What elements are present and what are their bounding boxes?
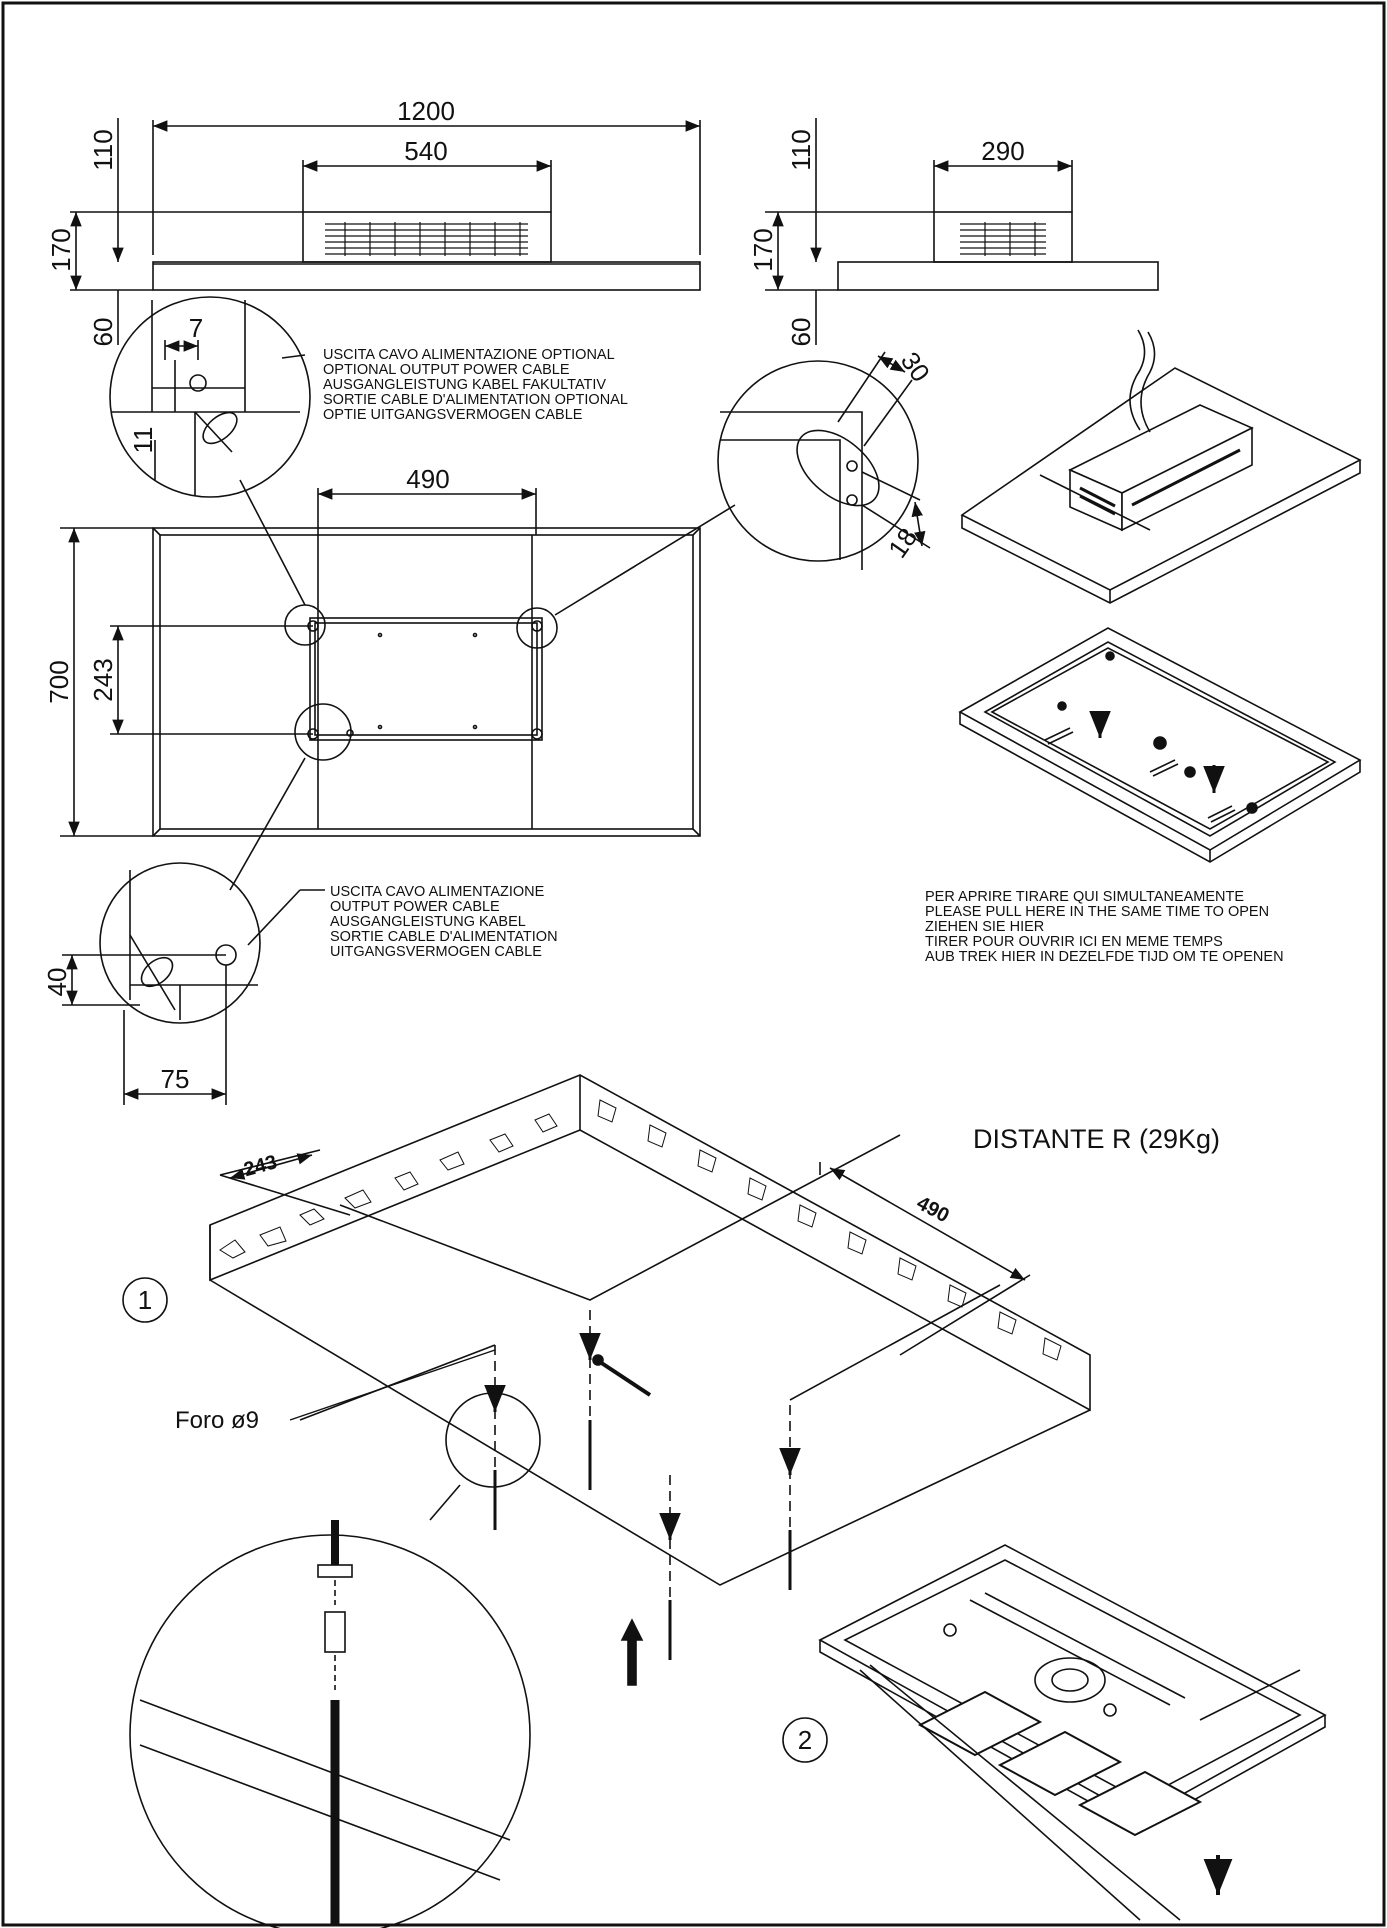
dim-ceiling-490: 490 [913,1192,953,1227]
note-line: SORTIE CABLE D'ALIMENTATION [330,929,558,945]
step-number: 1 [138,1285,152,1315]
note-line: USCITA CAVO ALIMENTAZIONE OPTIONAL [323,347,615,363]
detail-circle-bracket [717,351,931,570]
dim-width-motor-side: 290 [981,136,1024,166]
step-number: 2 [798,1725,812,1755]
plan-view [60,479,736,891]
dim-detail-75: 75 [161,1064,190,1094]
note-line: AUB TREK HIER IN DEZELFDE TIJD OM TE OPE… [925,949,1284,965]
iso-hood-top [960,329,1362,604]
dim-height-motor: 110 [88,129,118,170]
dim-width-motor-front: 540 [404,136,447,166]
dim-detail-11: 11 [128,427,158,454]
note-line: USCITA CAVO ALIMENTAZIONE [330,884,545,900]
dim-depth-total: 700 [44,660,74,703]
stone-texture [219,1099,1062,1361]
note-cable-bottom: USCITA CAVO ALIMENTAZIONE OUTPUT POWER C… [330,884,558,960]
detail-circle-cable-top [109,296,311,498]
note-line: OPTIE UITGANGSVERMOGEN CABLE [323,407,583,423]
note-line: AUSGANGLEISTUNG KABEL [330,914,526,930]
dim-height-total: 170 [46,228,76,271]
note-line: ZIEHEN SIE HIER [925,919,1044,935]
dim-bracket-spacing-y: 243 [88,658,118,701]
note-line: UITGANGSVERMOGEN CABLE [330,944,542,960]
note-line: SORTIE CABLE D'ALIMENTATION OPTIONAL [323,392,628,408]
side-elevation [765,118,1159,345]
step-marker-2: 2 [782,1717,828,1763]
iso-hood-panel [958,627,1362,863]
note-line: AUSGANGLEISTUNG KABEL FAKULTATIV [323,377,606,393]
dim-height-panel-side: 60 [786,318,816,347]
step-marker-1: 1 [122,1277,168,1323]
dim-height-panel: 60 [88,318,118,347]
dim-width-total: 1200 [397,96,455,126]
detail-circle-cable-bottom [62,862,325,1105]
vent-grille-side [960,222,1046,256]
note-open-panel: PER APRIRE TIRARE QUI SIMULTANEAMENTE PL… [925,889,1284,965]
model-title: DISTANTE R (29Kg) [973,1124,1220,1154]
note-cable-top: USCITA CAVO ALIMENTAZIONE OPTIONAL OPTIO… [323,347,628,423]
dim-detail-30: 30 [895,346,936,387]
dim-bracket-spacing-x: 490 [406,464,449,494]
hole-leader [289,1349,496,1421]
note-line: OPTIONAL OUTPUT POWER CABLE [323,362,570,378]
front-elevation [70,118,701,345]
dim-detail-40: 40 [42,968,72,997]
note-line: PER APRIRE TIRARE QUI SIMULTANEAMENTE [925,889,1244,905]
dim-ceiling-243: 243 [241,1151,279,1181]
note-line: PLEASE PULL HERE IN THE SAME TIME TO OPE… [925,904,1269,920]
vent-grille-front [325,222,528,256]
iso-hood-underside [818,1544,1327,1921]
dim-height-motor-side: 110 [786,129,816,170]
note-line: OUTPUT POWER CABLE [330,899,500,915]
ceiling-install [129,1074,1091,1928]
dim-height-total-side: 170 [748,228,778,271]
dim-detail-18: 18 [882,522,923,563]
note-line: TIRER POUR OUVRIR ICI EN MEME TEMPS [925,934,1223,950]
dim-detail-7: 7 [189,313,203,343]
hole-label: Foro ø9 [175,1407,259,1434]
